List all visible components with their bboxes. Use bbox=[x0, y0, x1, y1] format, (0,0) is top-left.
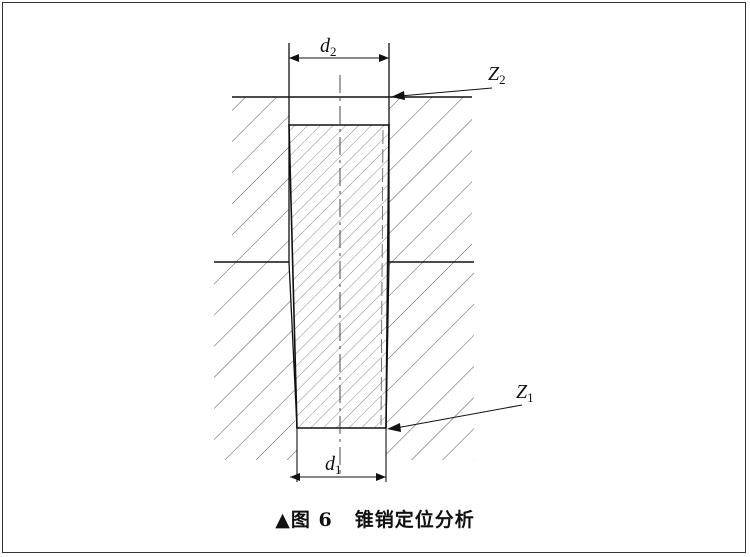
dimension-d1 bbox=[290, 428, 387, 482]
label-z1: Z1 bbox=[516, 381, 534, 405]
label-d1: d1 bbox=[325, 453, 342, 477]
caption-title: 锥销定位分析 bbox=[354, 509, 475, 531]
leader-z1 bbox=[387, 404, 523, 432]
label-z2: Z2 bbox=[488, 63, 506, 87]
taper-pin-diagram: d2 d1 Z2 Z1 bbox=[214, 35, 534, 482]
dimension-d2 bbox=[289, 54, 389, 62]
upper-plate-hatching bbox=[232, 97, 472, 262]
leader-z2 bbox=[391, 87, 493, 100]
label-d2: d2 bbox=[320, 35, 337, 59]
figure-caption: ▲图 6 锥销定位分析 bbox=[0, 505, 750, 532]
plate-outlines bbox=[214, 96, 474, 263]
taper-pin bbox=[288, 124, 390, 429]
pin-right-edge-offset bbox=[380, 129, 384, 426]
caption-prefix: ▲图 6 bbox=[275, 509, 333, 531]
